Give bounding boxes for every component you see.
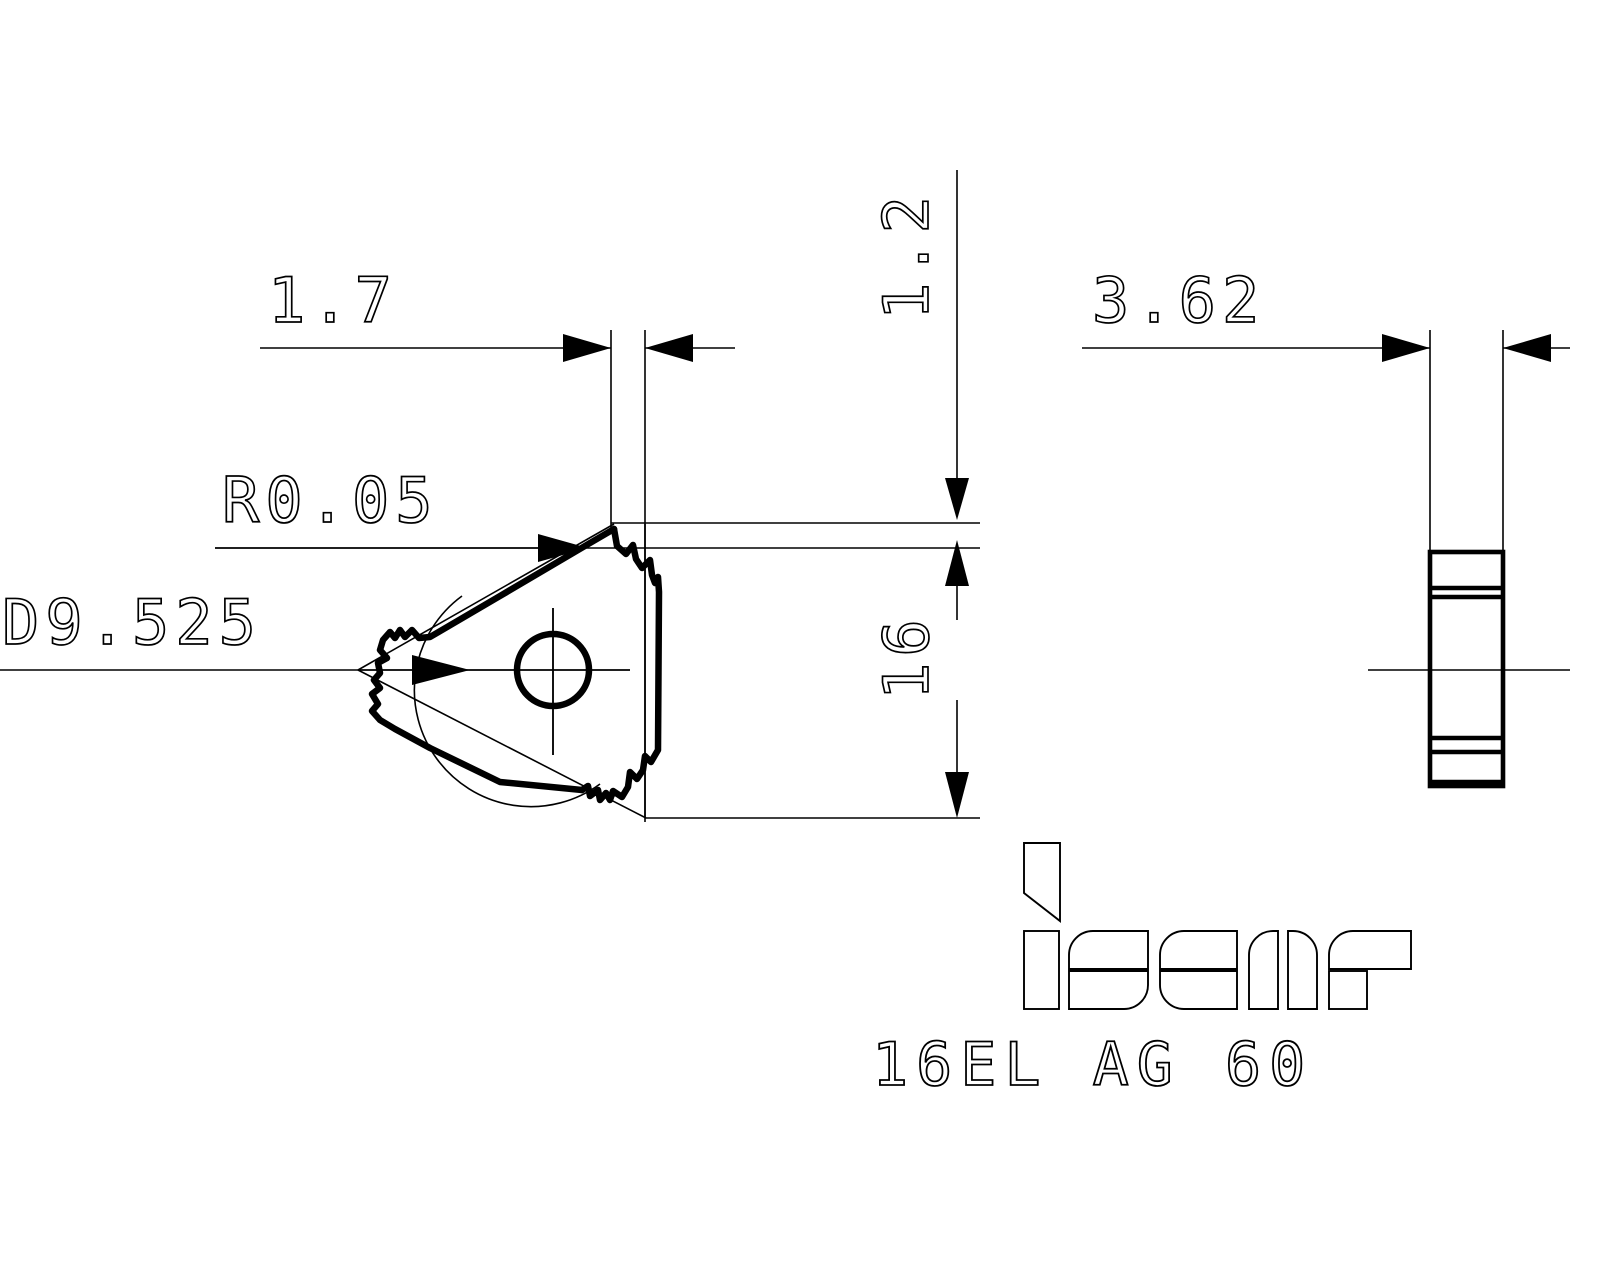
side-view-outline [1427,549,1506,789]
logo-letter-r-top [1328,930,1412,970]
part-designation-text: 16EL AG 60 [872,1030,1313,1100]
logo-letter-a-right [1287,930,1318,1010]
dimension-1-7: 1.7 [260,263,735,822]
dim-16-arrow-down [945,772,969,818]
logo-letter-s-bottom [1068,970,1149,1010]
dim-1-2-arrow-down [945,478,969,520]
insert-right-edge-teeth [578,525,663,804]
dimension-3-62: 3.62 [1082,263,1570,560]
dim-1-7-arrow-left [563,334,611,362]
logo-letter-c-bottom [1159,970,1238,1010]
d9525-text: D9.525 [2,586,262,659]
logo-letter-s-top [1068,930,1149,970]
dim-3-62-text: 3.62 [1092,264,1265,337]
logo-letter-i [1023,930,1060,1010]
dimension-16: 16 [869,540,969,818]
logo-letter-c-top [1159,930,1238,970]
dim-3-62-arrow-left [1382,334,1430,362]
logo-letter-r-stem [1328,970,1368,1010]
dim-16-text: 16 [870,613,943,700]
dim-1-7-arrow-right [645,334,693,362]
logo-accent-dot [1023,842,1061,923]
dim-1-2-text: 1.2 [870,190,943,320]
iscar-logo [1023,842,1412,1010]
dim-1-7-text: 1.7 [268,264,398,337]
callout-d9525: D9.525 [0,585,470,685]
insert-front-view-body [368,525,663,804]
dim-16-arrow-up [945,540,969,586]
insert-left-nose-teeth [368,525,618,794]
insert-side-view [1368,549,1570,789]
r005-text: R0.05 [222,464,439,537]
dimension-1-2: 1.2 [869,170,969,520]
dim-3-62-arrow-right [1503,334,1551,362]
logo-letter-a-left [1248,930,1279,1010]
triangle-edge-upper [357,523,615,671]
